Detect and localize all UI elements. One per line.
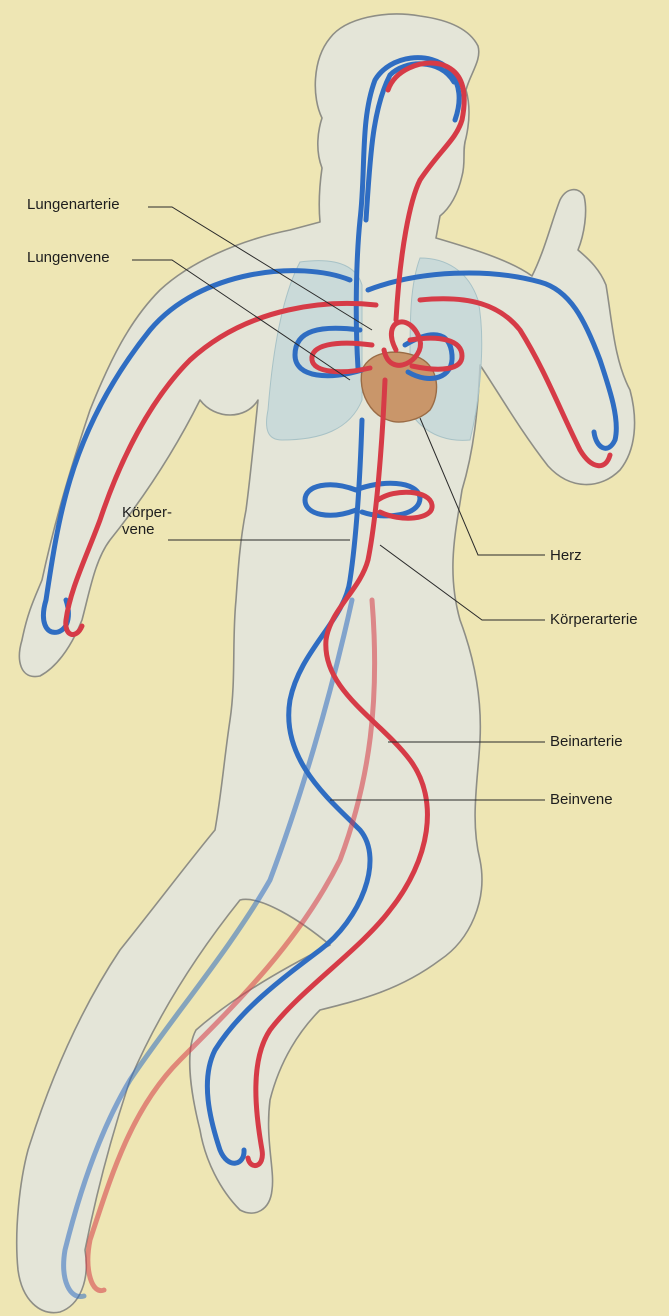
label-herz: Herz bbox=[550, 547, 582, 564]
label-koerperarterie: Körperarterie bbox=[550, 611, 638, 628]
label-koerpervene: Körper- vene bbox=[122, 504, 172, 538]
label-beinarterie: Beinarterie bbox=[550, 733, 623, 750]
label-lungenvene: Lungenvene bbox=[27, 249, 110, 266]
label-beinvene: Beinvene bbox=[550, 791, 613, 808]
label-lungenarterie: Lungenarterie bbox=[27, 196, 120, 213]
